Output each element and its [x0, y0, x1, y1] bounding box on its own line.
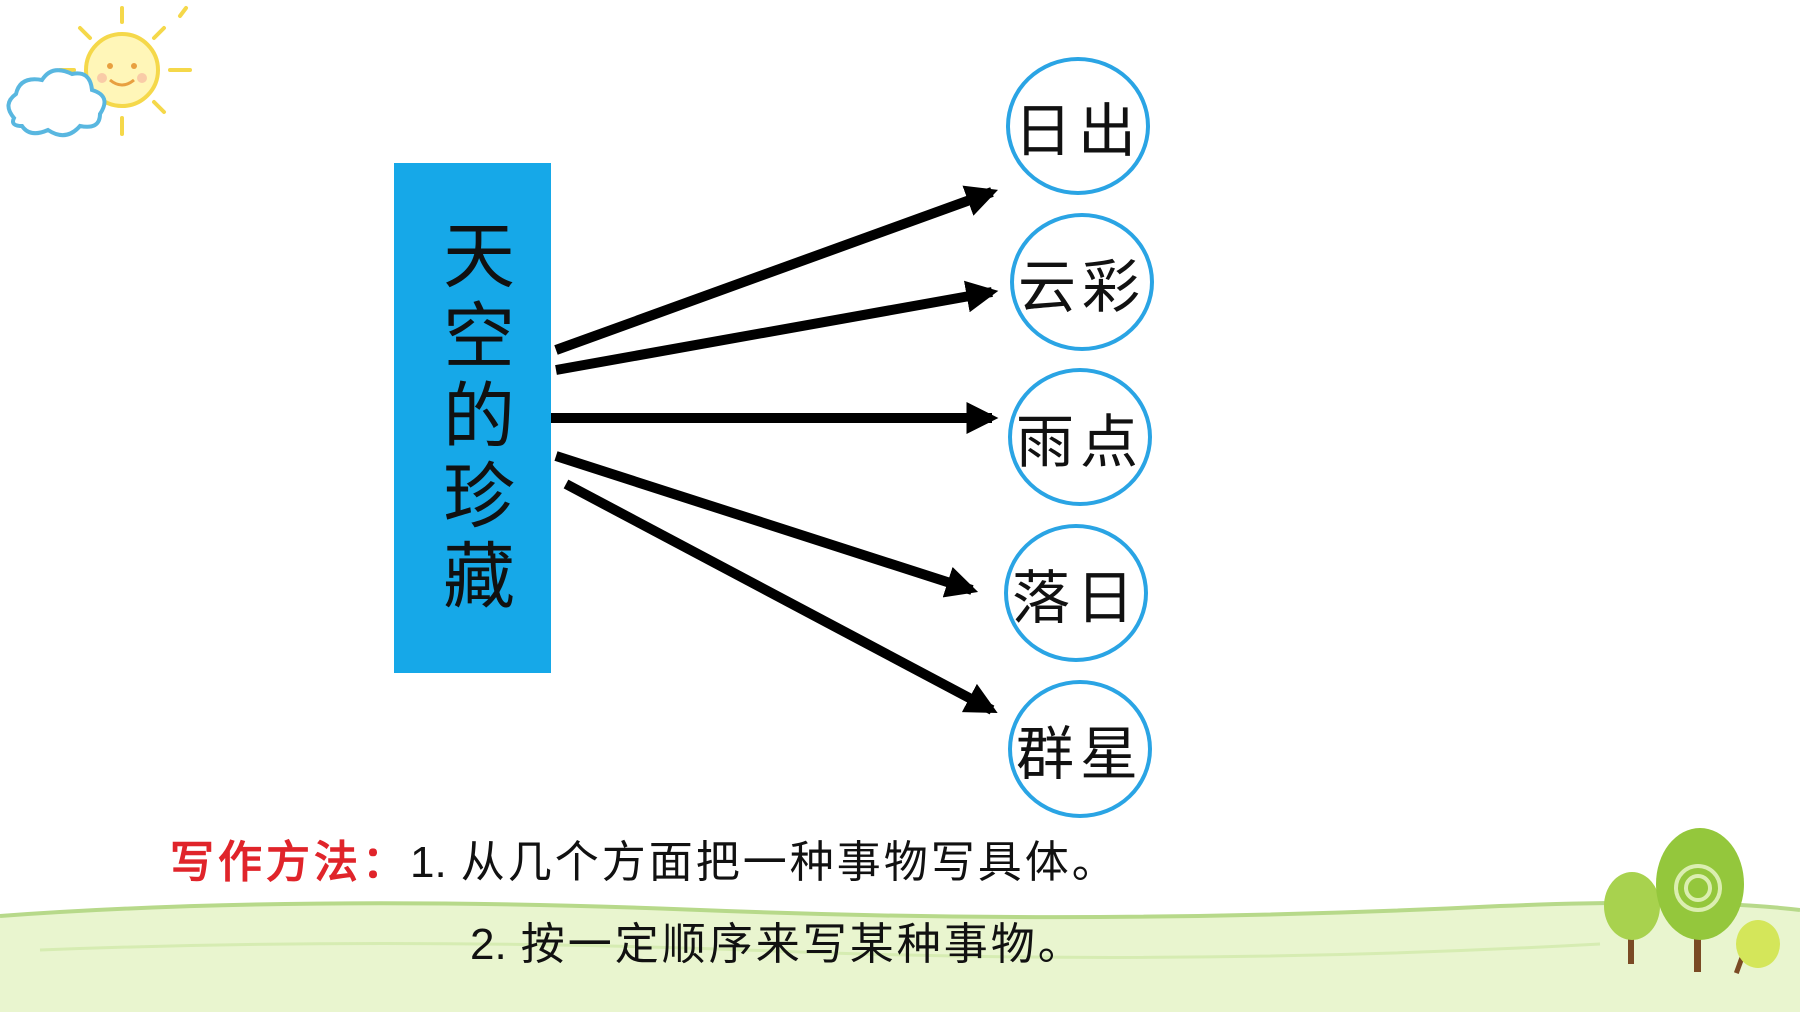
arrow-to-sunrise	[554, 185, 999, 355]
arrow-to-stars	[563, 479, 998, 715]
node-stars: 群星	[1008, 680, 1152, 818]
node-label: 云彩	[1017, 253, 1146, 321]
method-item-text: 按一定顺序来写某种事物。	[520, 919, 1085, 970]
cloud-icon	[6, 68, 107, 138]
node-raindrops: 雨点	[1008, 368, 1152, 506]
method-line-1: 写作方法：1. 从几个方面把一种事物写具体。	[170, 826, 1119, 890]
node-sunset: 落日	[1004, 524, 1148, 662]
method-label: 写作方法：	[170, 837, 410, 888]
topic-box: 天空的珍藏	[394, 163, 551, 673]
sun-cloud-decoration	[6, 6, 192, 138]
node-sunrise: 日出	[1006, 57, 1150, 195]
tree-icon	[1656, 828, 1744, 972]
arrow-to-sunset	[554, 451, 979, 598]
method-item-text: 从几个方面把一种事物写具体。	[460, 837, 1119, 888]
tree-icon	[1733, 920, 1780, 974]
method-item-number: 1.	[410, 838, 447, 887]
node-label: 落日	[1011, 564, 1140, 632]
arrow-to-clouds	[555, 280, 999, 375]
node-label: 群星	[1015, 720, 1144, 788]
node-clouds: 云彩	[1010, 213, 1154, 351]
topic-title: 天空的珍藏	[430, 218, 515, 618]
grass-ground-decoration	[0, 900, 1800, 1012]
node-label: 雨点	[1015, 408, 1144, 476]
tree-icon	[1604, 872, 1660, 964]
trees-decoration	[1604, 828, 1780, 974]
method-line-2: 2. 按一定顺序来写某种事物。	[470, 908, 1085, 972]
method-item-number: 2.	[470, 920, 507, 969]
node-label: 日出	[1013, 97, 1142, 165]
